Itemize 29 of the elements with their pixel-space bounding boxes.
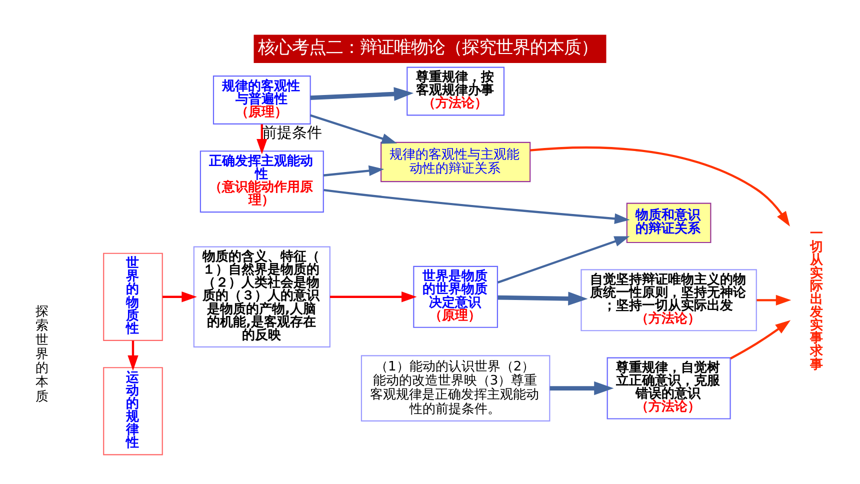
- node-text: 一切从实际出发 实事求事: [810, 226, 824, 372]
- arrow: [324, 188, 630, 224]
- arrow: [256, 124, 268, 154]
- node-box: 物质和意识的辩证关系: [626, 202, 712, 243]
- node-box: 规律的客观性与普遍性 （原理）: [212, 75, 311, 124]
- node-box: （1）能动的认识世界（2）能动的改造世界映（3）尊重客观规律是正确发挥主观能动性的前提条件。: [360, 354, 550, 421]
- node-box: 规律的客观性与主观能动性的辩证关系: [380, 141, 531, 182]
- arrow: [330, 291, 417, 302]
- arrow: [128, 340, 138, 370]
- arrow: [498, 236, 630, 283]
- node-box: 正确发挥主观能动性 （意识能动作用原理）: [200, 150, 324, 212]
- arrow: [162, 291, 197, 302]
- arrow: [310, 114, 398, 144]
- node-box: 尊重规律，按客观规律办事 （方法论）: [406, 66, 505, 116]
- arrow: [310, 86, 414, 100]
- node-box: 自觉坚持辩证唯物主义的物质统一性原则，坚持无神论；坚持一切从实际出发 （方法论）: [580, 268, 757, 331]
- node-text: 探索世界的本质: [36, 304, 49, 404]
- arrow: [323, 164, 384, 176]
- arrow: [730, 320, 791, 359]
- arrow: [756, 294, 792, 305]
- diagram-title: 核心考点二：辩证唯物论（探究世界的本质）: [258, 37, 598, 58]
- node-box: 世界是物质的世界物质决定意识 （原理）: [413, 265, 498, 328]
- arrow: [498, 291, 588, 305]
- arrow: [550, 380, 614, 395]
- node-box: 物质的含义、特征（１）自然界是物质的（２）人类社会是物质的（３）人的意识是物质的产物,人脑的机能,是客观存在的反映: [193, 246, 330, 347]
- node-box: 运动的规律性: [103, 366, 163, 455]
- node-box: 世界的物质性: [103, 252, 163, 340]
- arrow: [530, 146, 790, 226]
- node-box: 尊重规律，自觉树立正确意识，克服错误的意识 （方法论）: [606, 356, 731, 419]
